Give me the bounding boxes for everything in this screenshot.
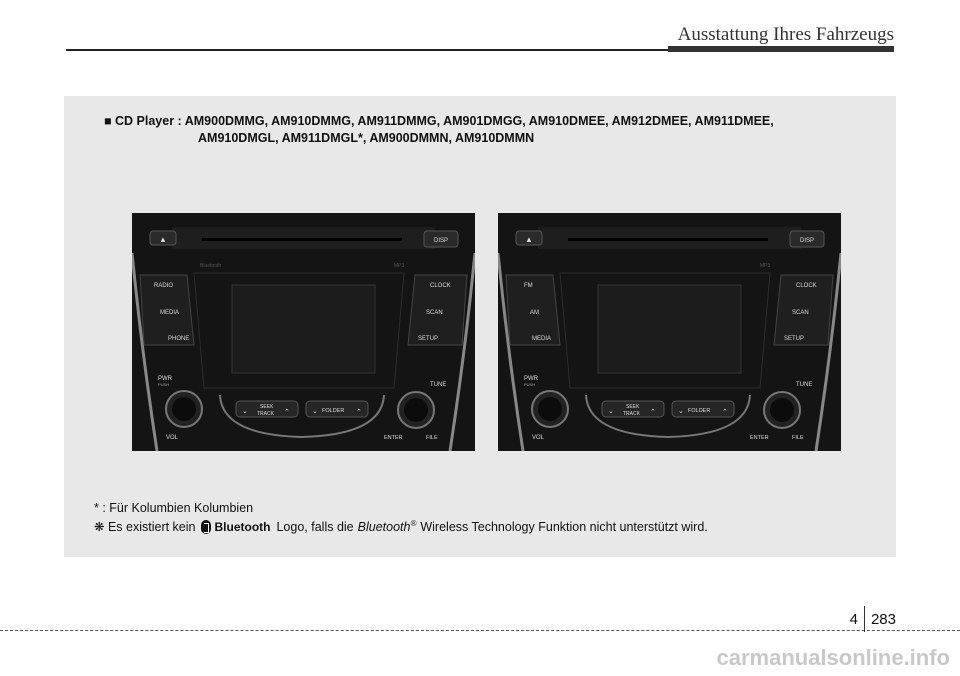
file-label: FILE xyxy=(426,435,438,441)
seek-track-button[interactable] xyxy=(235,400,299,418)
folder-down-icon: ⌄ xyxy=(678,408,684,415)
fm-button[interactable]: FM xyxy=(524,283,533,289)
eject-icon: ▲ xyxy=(525,235,533,244)
media-button[interactable]: MEDIA xyxy=(532,336,551,342)
chapter-number: 4 xyxy=(849,610,858,628)
mp3-label: MP3 xyxy=(394,263,405,269)
cd-player-heading: ■ CD Player : AM900DMMG, AM910DMMG, AM91… xyxy=(104,114,774,128)
disp-button[interactable] xyxy=(789,230,825,248)
footnote-bluetooth: ❋ Es existiert kein Bluetooth Logo, fall… xyxy=(94,519,708,534)
right-button-column: CLOCK SCAN SETUP xyxy=(773,274,834,346)
mp3-label: MP3 xyxy=(760,263,771,269)
folder-up-icon: ⌃ xyxy=(722,408,728,416)
track-label: TRACK xyxy=(623,411,641,417)
left-button-column: FM AM MEDIA xyxy=(505,274,561,346)
scan-button[interactable]: SCAN xyxy=(792,310,809,316)
right-button-column: CLOCK SCAN SETUP xyxy=(407,274,468,346)
pwr-label: PWR xyxy=(158,376,173,382)
folder-label: FOLDER xyxy=(322,408,344,414)
header-rule-accent xyxy=(668,46,894,52)
bluetooth-brand: Bluetooth xyxy=(200,263,221,269)
page-number: 4 283 xyxy=(850,606,896,632)
setup-button[interactable]: SETUP xyxy=(418,336,438,342)
header-title: Ausstattung Ihres Fahrzeugs xyxy=(677,24,894,45)
tune-label: TUNE xyxy=(796,382,812,388)
enter-label: ENTER xyxy=(384,435,403,441)
footnote-prefix: ❋ Es existiert kein xyxy=(94,520,196,535)
bluetooth-italic: Bluetooth® xyxy=(357,519,417,535)
display-screen xyxy=(231,284,376,374)
tune-label: TUNE xyxy=(430,382,446,388)
seek-up-icon: ⌃ xyxy=(284,408,290,416)
footnote-colombia: * : Für Kolumbien Kolumbien xyxy=(94,501,254,515)
folder-button[interactable] xyxy=(305,400,369,418)
folder-up-icon: ⌃ xyxy=(356,408,362,416)
media-button[interactable]: MEDIA xyxy=(160,310,179,316)
seek-label: SEEK xyxy=(626,404,640,410)
seek-down-icon: ⌄ xyxy=(608,408,614,415)
scan-button[interactable]: SCAN xyxy=(426,310,443,316)
bluetooth-icon xyxy=(201,519,212,534)
clock-button[interactable]: CLOCK xyxy=(796,283,817,289)
file-label: FILE xyxy=(792,435,804,441)
page-separator xyxy=(863,606,865,632)
footnote-suffix: Wireless Technology Funktion nicht unter… xyxy=(420,519,708,534)
bluetooth-logo: Bluetooth xyxy=(201,519,271,534)
radio-unit-standard: ▲ DISP MP3 FM AM MEDIA CLOCK SCAN SETUP … xyxy=(498,213,841,451)
eject-icon: ▲ xyxy=(159,235,167,244)
footnote-middle: Logo, falls die xyxy=(276,519,354,534)
registered-mark: ® xyxy=(410,519,417,528)
disp-label: DISP xyxy=(800,238,814,244)
am-button[interactable]: AM xyxy=(530,310,539,316)
vol-label: VOL xyxy=(532,435,545,441)
track-label: TRACK xyxy=(257,411,275,417)
radio-unit-bluetooth: ▲ DISP Bluetooth MP3 RADIO MEDIA PHONE C… xyxy=(132,213,475,451)
folder-down-icon: ⌄ xyxy=(312,408,318,415)
vol-label: VOL xyxy=(166,435,179,441)
setup-button[interactable]: SETUP xyxy=(784,336,804,342)
eject-button[interactable] xyxy=(149,230,177,246)
bluetooth-logo-text: Bluetooth xyxy=(214,519,271,534)
seek-track-button[interactable] xyxy=(601,400,665,418)
bottom-rule xyxy=(0,630,960,631)
disp-label: DISP xyxy=(434,238,448,244)
phone-button[interactable]: PHONE xyxy=(168,336,189,342)
folder-button[interactable] xyxy=(671,400,735,418)
page-number-value: 283 xyxy=(870,610,896,628)
left-button-column: RADIO MEDIA PHONE xyxy=(139,274,195,346)
cd-player-heading-line2: AM910DMGL, AM911DMGL*, AM900DMMN, AM910D… xyxy=(198,131,535,145)
push-label: PUSH xyxy=(524,382,535,387)
seek-up-icon: ⌃ xyxy=(650,408,656,416)
disp-button[interactable] xyxy=(423,230,459,248)
radio-button[interactable]: RADIO xyxy=(154,283,173,289)
display-screen xyxy=(597,284,742,374)
header-rule xyxy=(66,49,894,51)
push-label: PUSH xyxy=(158,382,169,387)
seek-down-icon: ⌄ xyxy=(242,408,248,415)
eject-button[interactable] xyxy=(515,230,543,246)
watermark: carmanualsonline.info xyxy=(716,645,951,670)
seek-label: SEEK xyxy=(260,404,274,410)
pwr-label: PWR xyxy=(524,376,539,382)
enter-label: ENTER xyxy=(750,435,769,441)
clock-button[interactable]: CLOCK xyxy=(430,283,451,289)
folder-label: FOLDER xyxy=(688,408,710,414)
